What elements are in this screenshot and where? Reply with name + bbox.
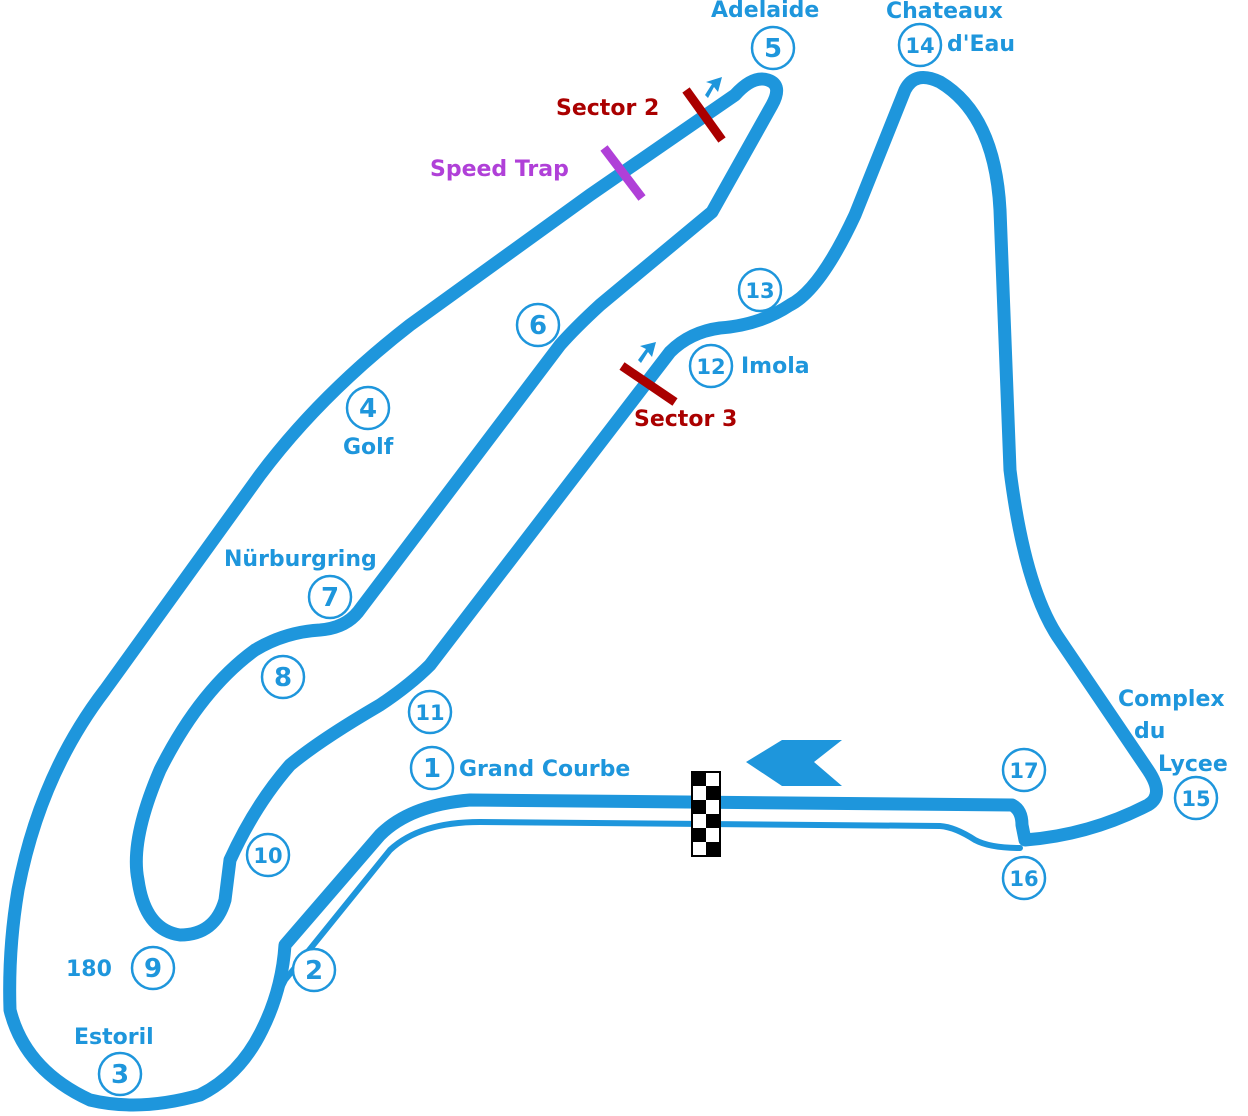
corner-14: 14 — [897, 22, 943, 68]
flag-square — [692, 828, 706, 842]
corner-4: 4 — [345, 385, 391, 431]
corner-number: 16 — [1009, 867, 1038, 891]
flag-square — [692, 800, 706, 814]
corner-7: 7 — [307, 574, 353, 620]
corner-number: 9 — [144, 954, 162, 984]
corner-number: 17 — [1009, 759, 1038, 783]
flag-square — [706, 842, 720, 856]
corner-number: 5 — [764, 34, 782, 64]
corner-11: 11 — [407, 689, 453, 735]
corner-number: 15 — [1181, 787, 1210, 811]
corner-number: 2 — [305, 956, 323, 986]
corner-number: 8 — [274, 663, 292, 693]
corner-9: 9 — [130, 945, 176, 991]
corner-name: Grand Courbe — [459, 757, 630, 782]
corner-5: 5 — [750, 25, 796, 71]
circuit-track — [3, 71, 1163, 1112]
corner-name: Imola — [741, 354, 810, 379]
corner-number: 6 — [529, 311, 547, 341]
corner-name: Estoril — [74, 1025, 154, 1050]
speed-trap-marker — [600, 145, 646, 201]
corner-name: Adelaide — [711, 0, 819, 23]
direction-arrow-icon — [705, 77, 722, 98]
corner-10: 10 — [245, 832, 291, 878]
corner-number: 4 — [359, 394, 377, 424]
corner-2: 2 — [291, 947, 337, 993]
corner-name: 180 — [66, 957, 112, 982]
corner-name: d'Eau — [947, 32, 1015, 57]
flag-square — [706, 814, 720, 828]
corner-1: 1 — [409, 745, 455, 791]
corner-number: 7 — [321, 583, 339, 613]
corner-number: 10 — [253, 844, 282, 868]
corner-name: du — [1134, 719, 1165, 744]
corner-8: 8 — [260, 654, 306, 700]
flag-square — [692, 772, 706, 786]
direction-arrow-icon — [746, 740, 842, 786]
corner-name: Lycee — [1158, 752, 1228, 777]
sector2-marker — [682, 87, 726, 143]
corner-number: 14 — [905, 34, 934, 58]
corner-number: 12 — [696, 355, 725, 379]
corner-12: 12 — [688, 343, 734, 389]
sector2-label: Sector 2 — [556, 96, 659, 121]
corner-3: 3 — [97, 1051, 143, 1097]
corner-13: 13 — [737, 267, 783, 313]
corner-16: 16 — [1001, 855, 1047, 901]
corner-number: 13 — [745, 279, 774, 303]
corner-name: Chateaux — [886, 0, 1003, 24]
corner-name: Golf — [343, 435, 394, 460]
corner-17: 17 — [1001, 747, 1047, 793]
flag-square — [706, 786, 720, 800]
sector3-marker — [619, 362, 678, 406]
corner-6: 6 — [515, 302, 561, 348]
checkered-flag-icon — [691, 771, 721, 857]
sector3-label: Sector 3 — [634, 407, 737, 432]
corner-name: Complex — [1118, 687, 1225, 712]
speed-trap-label: Speed Trap — [430, 157, 569, 182]
corner-15: 15 — [1173, 775, 1219, 821]
corner-number: 11 — [415, 701, 444, 725]
corner-name: Nürburgring — [224, 547, 377, 572]
corner-number: 3 — [111, 1060, 129, 1090]
pit-lane — [267, 819, 1023, 1013]
direction-arrow-icon — [638, 342, 656, 363]
corner-number: 1 — [423, 754, 441, 784]
